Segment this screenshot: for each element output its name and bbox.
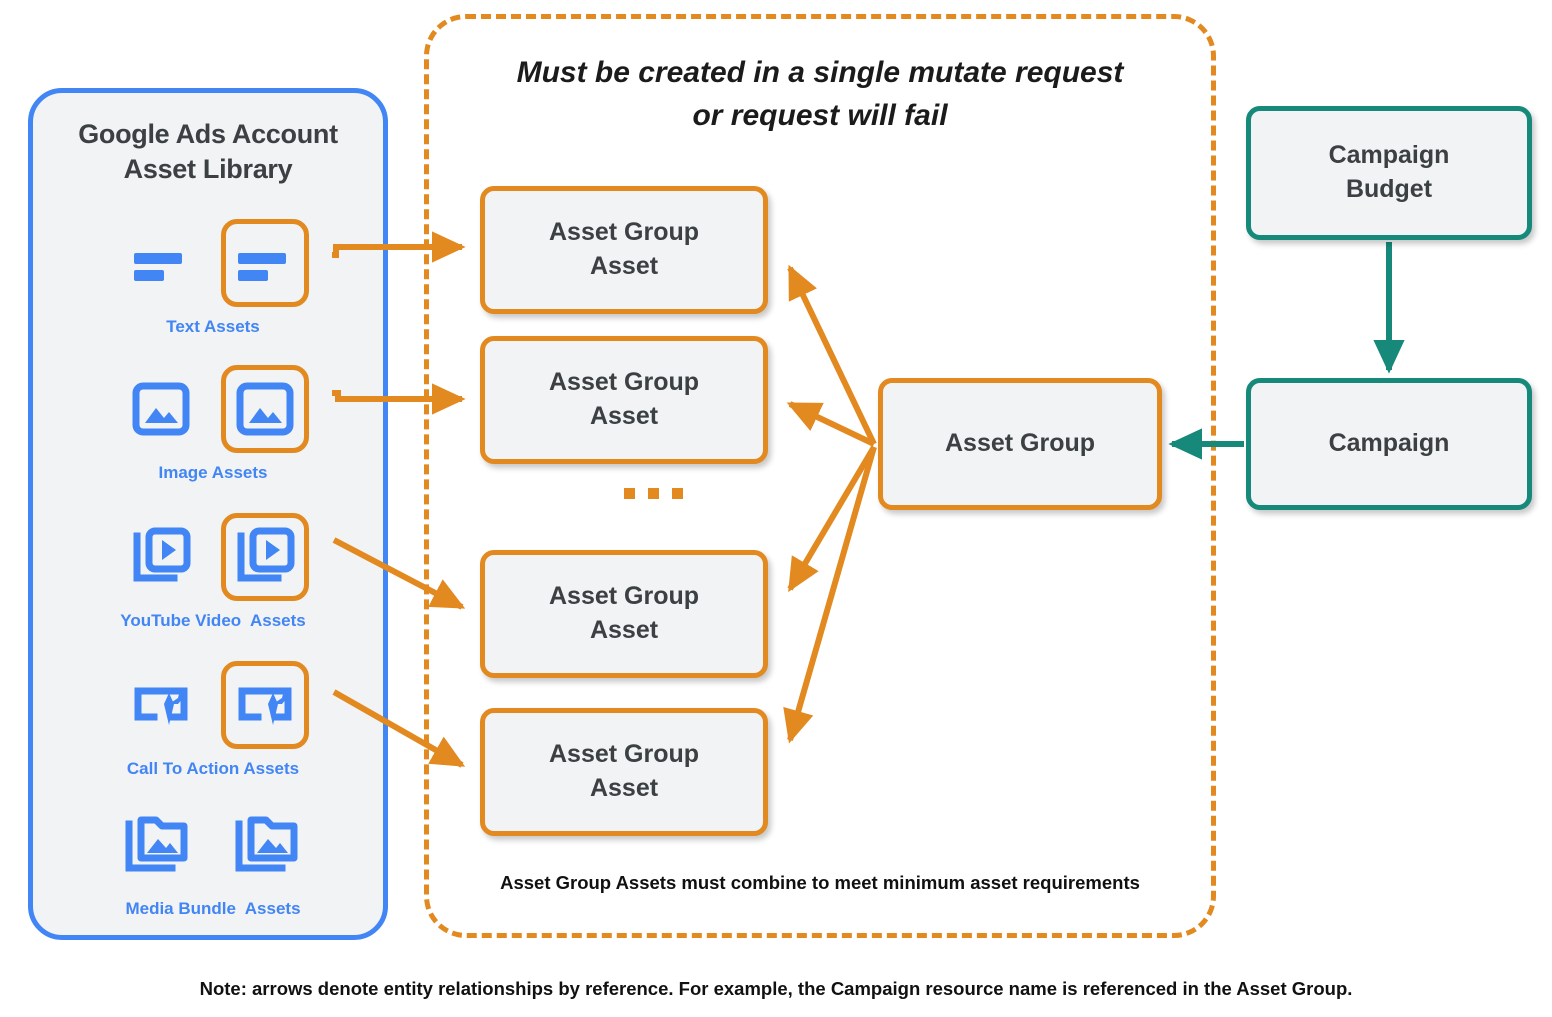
- campaign-budget-node[interactable]: Campaign Budget: [1246, 106, 1532, 240]
- text-lines-icon: [117, 219, 205, 307]
- mutate-request-heading: Must be created in a single mutate reque…: [516, 56, 1124, 132]
- video-play-stack-icon-selected[interactable]: [221, 513, 309, 601]
- asset-label-image: Image Assets: [158, 463, 268, 482]
- ellipsis-dot-2: [648, 488, 659, 499]
- mutate-request-container: [424, 14, 1216, 938]
- asset-group-node[interactable]: Asset Group: [878, 378, 1162, 510]
- asset-row-media-bundle: Media Bundle Assets: [33, 793, 393, 943]
- diagram-note: Note: arrows denote entity relationships…: [199, 978, 1353, 999]
- asset-group-asset-box-1[interactable]: Asset Group Asset: [480, 186, 768, 314]
- image-icon: [117, 365, 205, 453]
- asset-row-call-to-action: Call To Action Assets: [33, 653, 393, 803]
- call-to-action-sparkle-icon: [117, 661, 205, 749]
- asset-label-youtube-video: YouTube Video Assets: [120, 611, 306, 630]
- media-bundle-folder-icon-2: [224, 801, 312, 889]
- text-lines-icon-selected[interactable]: [221, 219, 309, 307]
- video-play-stack-icon: [117, 513, 205, 601]
- asset-library-title: Google Ads Account Asset Library: [78, 119, 338, 184]
- asset-row-youtube-video: YouTube Video Assets: [33, 505, 393, 655]
- ellipsis-dot-3: [672, 488, 683, 499]
- call-to-action-sparkle-icon-selected[interactable]: [221, 661, 309, 749]
- asset-library-panel: Google Ads Account Asset Library Text: [28, 88, 388, 940]
- mutate-request-footnote: Asset Group Assets must combine to meet …: [500, 872, 1140, 893]
- image-icon-selected[interactable]: [221, 365, 309, 453]
- asset-group-asset-box-3[interactable]: Asset Group Asset: [480, 550, 768, 678]
- media-bundle-folder-icon: [114, 801, 202, 889]
- ellipsis-dot-1: [624, 488, 635, 499]
- asset-row-image: Image Assets: [33, 357, 393, 507]
- campaign-node[interactable]: Campaign: [1246, 378, 1532, 510]
- ellipsis-indicator: [624, 488, 683, 499]
- asset-row-text: Text Assets: [33, 211, 393, 361]
- asset-label-call-to-action: Call To Action Assets: [126, 759, 300, 778]
- asset-group-asset-box-2[interactable]: Asset Group Asset: [480, 336, 768, 464]
- asset-group-asset-box-4[interactable]: Asset Group Asset: [480, 708, 768, 836]
- asset-label-text: Text Assets: [166, 317, 260, 336]
- asset-label-media-bundle: Media Bundle Assets: [125, 899, 301, 918]
